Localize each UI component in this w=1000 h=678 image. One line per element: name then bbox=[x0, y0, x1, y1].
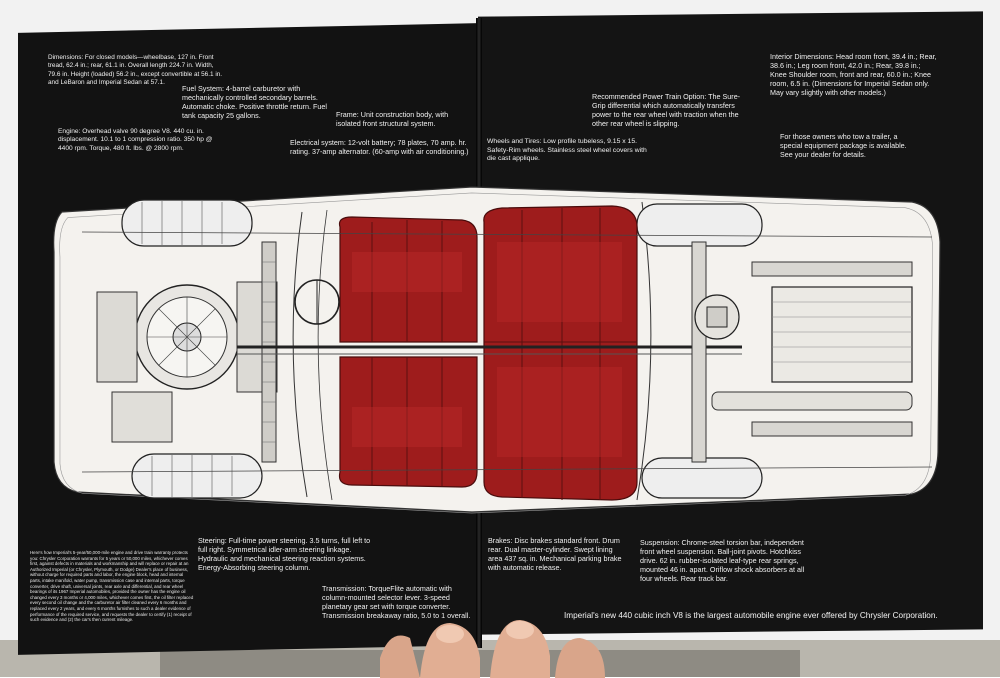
spec-frame: Frame: Unit construction body, with isol… bbox=[336, 110, 449, 128]
spec-dimensions: Dimensions: For closed models—wheelbase,… bbox=[48, 54, 223, 87]
rear-seats bbox=[483, 205, 638, 501]
spec-interior-dimensions: Interior Dimensions: Head room front, 39… bbox=[770, 52, 937, 97]
rear-right-tire bbox=[641, 457, 763, 499]
car-cutaway-illustration bbox=[53, 186, 941, 514]
spec-wheels: Wheels and Tires: Low profile tubeless, … bbox=[487, 138, 647, 163]
spec-transmission: Transmission: TorqueFlite automatic with… bbox=[322, 584, 471, 620]
spec-fuel-system: Fuel System: 4-barrel carburetor with me… bbox=[182, 84, 328, 120]
bottom-caption: Imperial's new 440 cubic inch V8 is the … bbox=[564, 611, 938, 620]
spec-brakes: Brakes: Disc brakes standard front. Drum… bbox=[488, 536, 622, 572]
spec-power-train: Recommended Power Train Option: The Sure… bbox=[592, 92, 741, 128]
spec-electrical: Electrical system: 12-volt battery; 78 p… bbox=[290, 138, 469, 156]
spec-engine: Engine: Overhead valve 90 degree V8. 440… bbox=[58, 128, 213, 152]
front-seats bbox=[338, 216, 478, 488]
front-left-tire bbox=[121, 199, 253, 247]
hand-holding-brochure bbox=[380, 620, 605, 678]
warranty-text: Here's how Imperial's 5-year/50,000-mile… bbox=[30, 550, 194, 623]
rear-left-tire bbox=[636, 203, 763, 247]
rear-axle bbox=[691, 241, 740, 463]
fuel-tank bbox=[771, 286, 913, 383]
front-right-tire bbox=[131, 453, 263, 499]
spec-trailer: For those owners who tow a trailer, a sp… bbox=[780, 132, 907, 159]
spec-suspension: Suspension: Chrome-steel torsion bar, in… bbox=[640, 538, 805, 583]
spec-steering: Steering: Full-time power steering. 3.5 … bbox=[198, 536, 371, 572]
